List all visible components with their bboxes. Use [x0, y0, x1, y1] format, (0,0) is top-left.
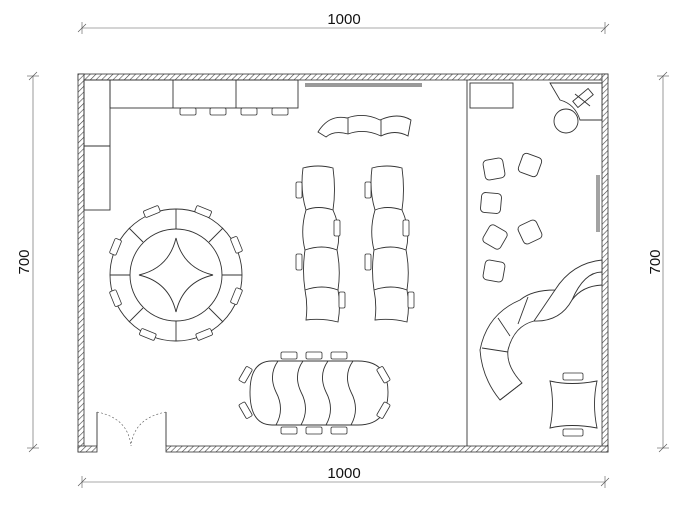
dimension-label-right: 700	[647, 249, 664, 274]
round-table-chairs	[109, 205, 243, 341]
dimension-left: 700	[16, 71, 39, 453]
dimension-bottom: 1000	[77, 465, 610, 488]
counters	[83, 79, 299, 211]
side-cabinet	[469, 82, 514, 109]
corner-desk	[549, 82, 603, 134]
walls	[77, 73, 609, 453]
dimension-label-left: 700	[16, 249, 33, 274]
entrance-double-door	[96, 411, 167, 447]
dimension-top: 1000	[77, 11, 610, 34]
armchair	[549, 372, 598, 437]
curved-sofa	[479, 259, 603, 401]
serpentine-desk-right	[364, 165, 415, 323]
round-table	[109, 205, 243, 342]
dimension-right: 700	[647, 71, 669, 453]
dimension-label-bottom: 1000	[327, 465, 360, 482]
lounge-cubes	[480, 152, 543, 283]
curved-bench	[317, 115, 412, 138]
conference-table	[238, 351, 391, 435]
serpentine-desk-left	[295, 165, 346, 323]
dimension-label-top: 1000	[327, 11, 360, 28]
round-table-seats	[110, 209, 242, 341]
